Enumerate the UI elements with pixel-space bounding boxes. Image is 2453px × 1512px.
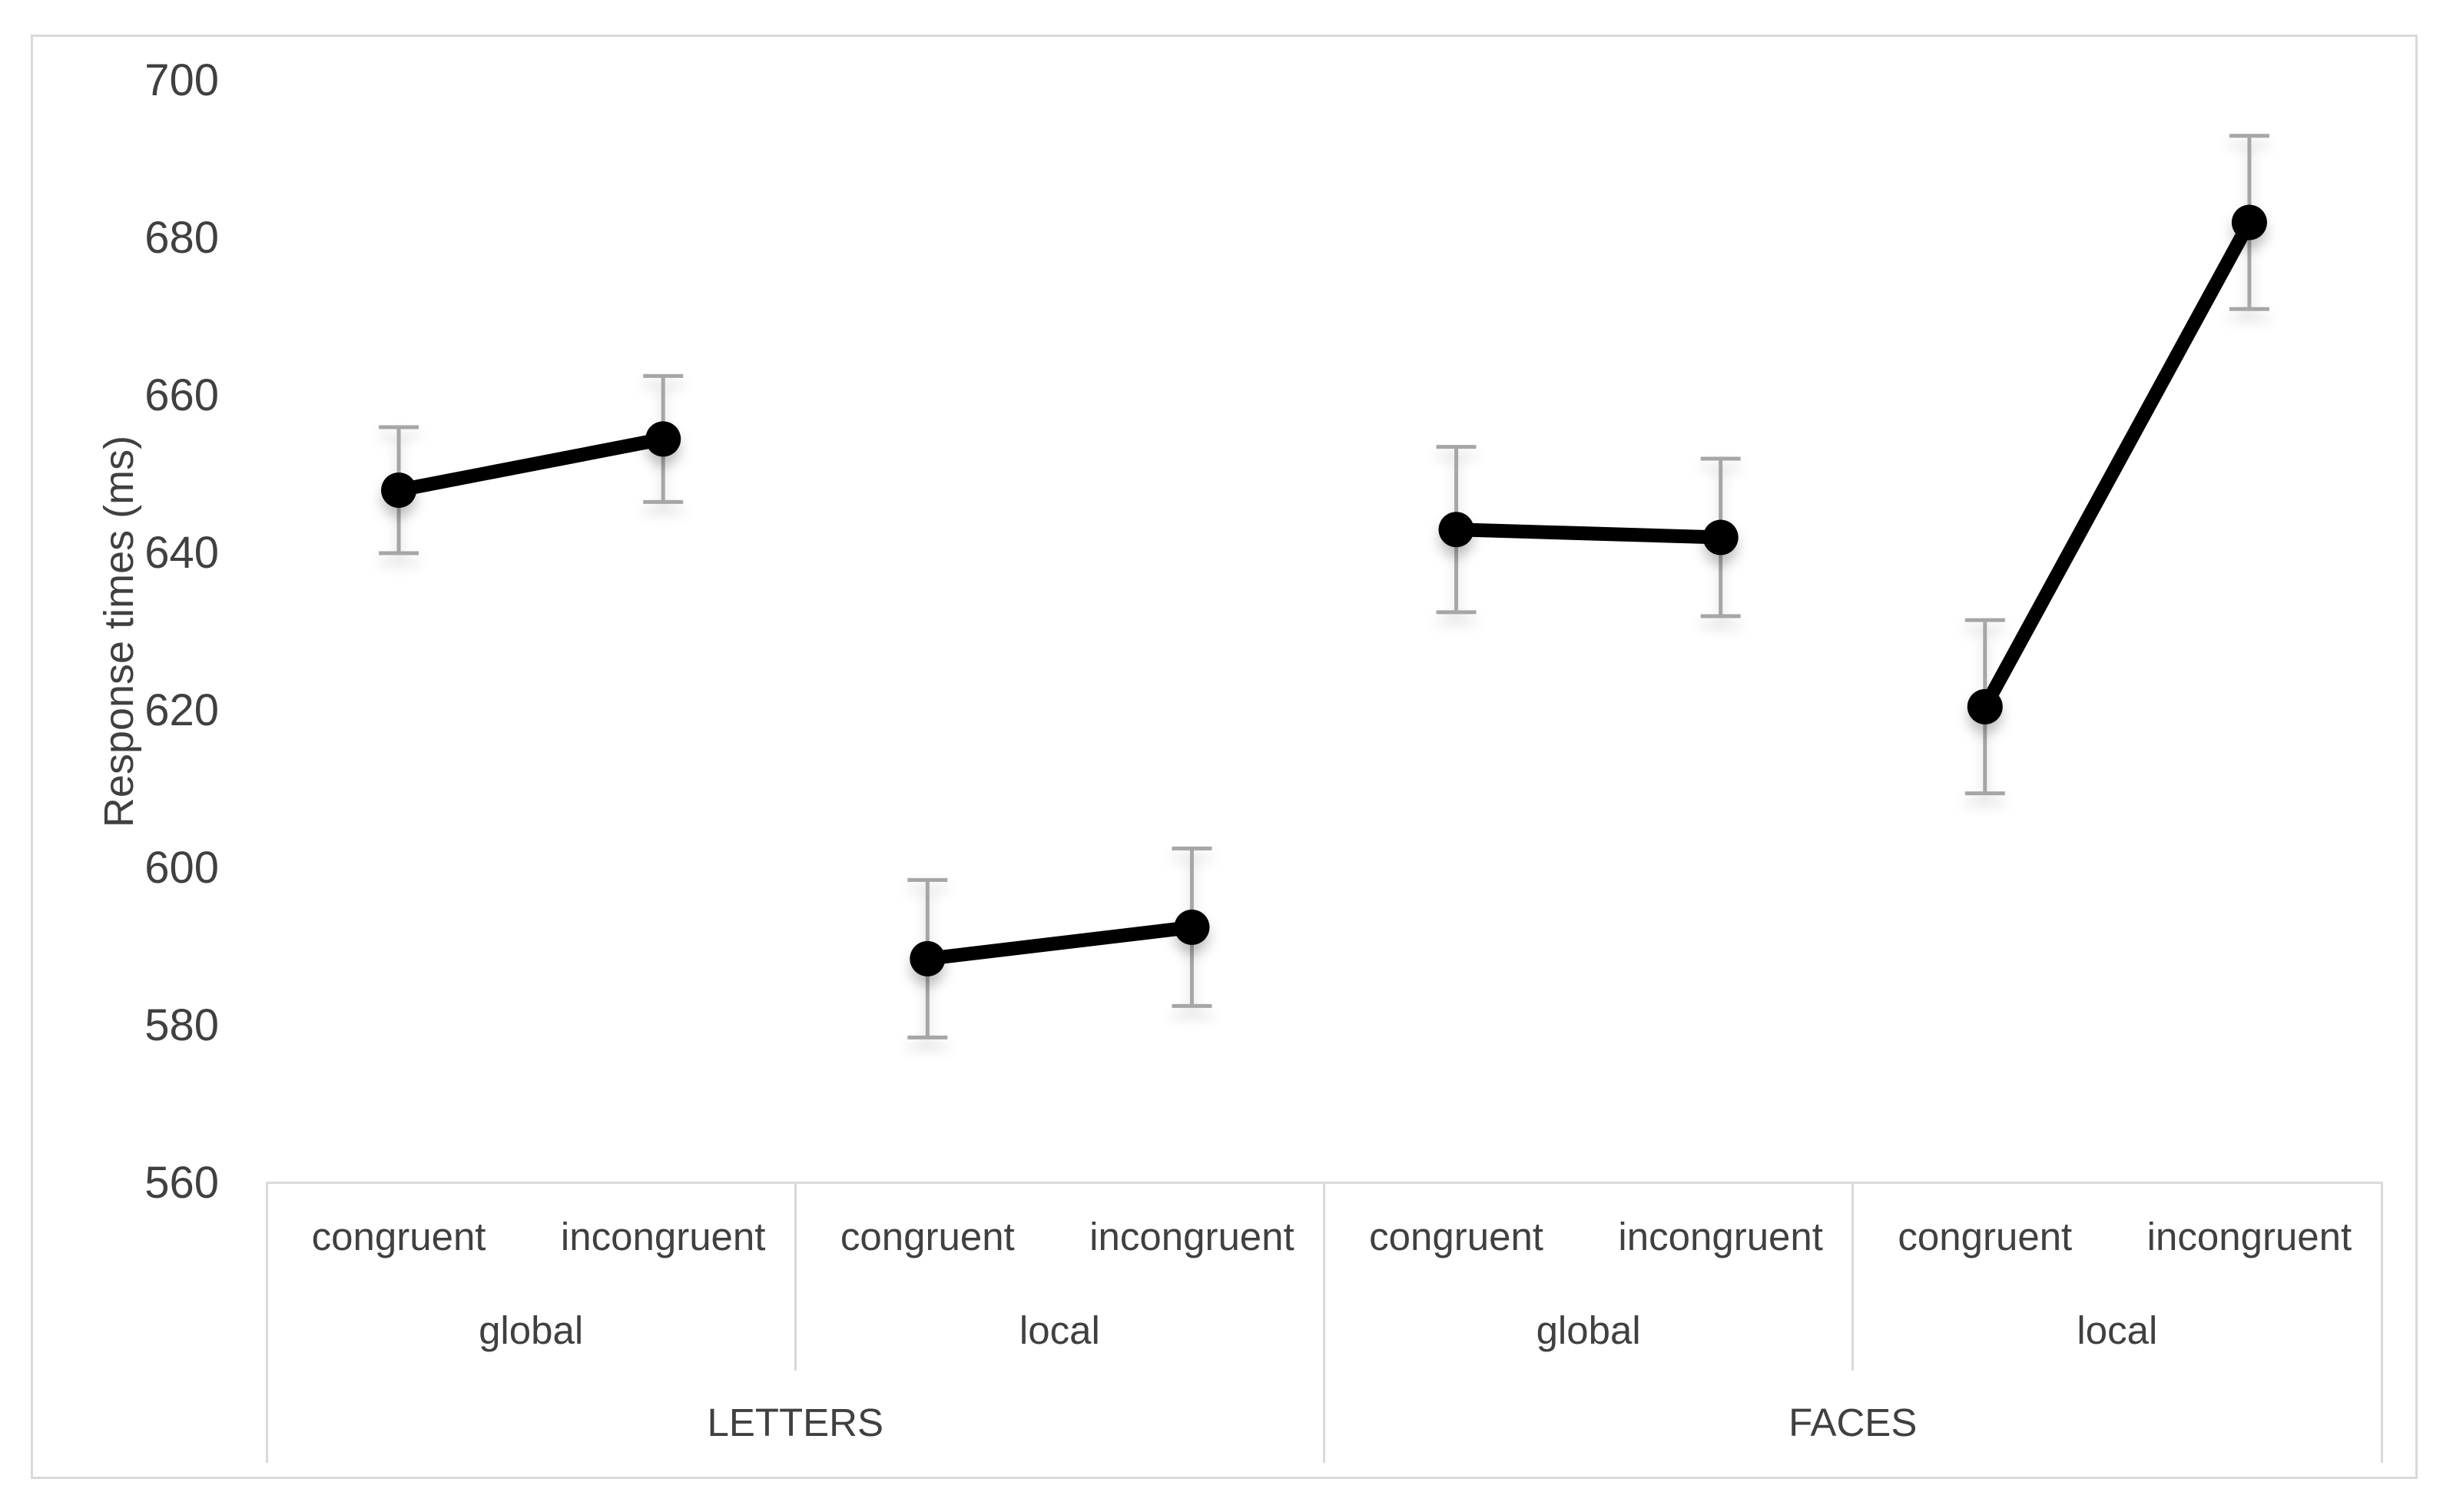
data-point-marker <box>1438 512 1474 548</box>
data-point-marker <box>381 472 417 508</box>
y-tick-label: 680 <box>144 213 219 263</box>
y-tick-label: 600 <box>144 843 219 893</box>
table-scope-divider <box>1851 1182 1855 1371</box>
condition-label: congruent <box>1369 1215 1543 1258</box>
table-task-divider <box>2380 1182 2383 1463</box>
data-point-marker <box>1967 688 2003 724</box>
scope-label: global <box>479 1308 584 1352</box>
y-tick-label: 660 <box>144 370 219 420</box>
y-tick-label: 560 <box>144 1158 219 1208</box>
condition-label: congruent <box>840 1215 1015 1258</box>
condition-label: incongruent <box>560 1215 766 1258</box>
y-tick-label: 620 <box>144 685 219 735</box>
condition-label: incongruent <box>2146 1215 2352 1258</box>
data-point-marker <box>1702 519 1739 555</box>
condition-label: incongruent <box>1089 1215 1294 1258</box>
scope-label: local <box>2077 1308 2158 1352</box>
task-label: LETTERS <box>707 1401 884 1444</box>
series-segment <box>1456 522 1721 545</box>
series-segment <box>397 432 665 497</box>
task-label: FACES <box>1788 1401 1918 1444</box>
data-point-marker <box>910 940 946 976</box>
condition-label: incongruent <box>1618 1215 1823 1258</box>
scope-label: local <box>1019 1308 1100 1352</box>
series-segment <box>927 920 1193 966</box>
data-point-marker <box>645 421 681 457</box>
condition-label: congruent <box>311 1215 486 1258</box>
chart-border <box>31 35 2418 1479</box>
data-point-marker <box>2231 204 2267 240</box>
y-tick-label: 580 <box>144 1000 219 1050</box>
y-tick-label: 700 <box>144 55 219 105</box>
condition-label: congruent <box>1898 1215 2073 1258</box>
data-point-marker <box>1174 909 1210 945</box>
series-segment <box>1978 219 2256 711</box>
table-task-divider <box>265 1182 268 1463</box>
scope-label: global <box>1536 1308 1641 1352</box>
y-tick-label: 640 <box>144 528 219 578</box>
table-scope-divider <box>794 1182 797 1371</box>
table-task-divider <box>1323 1182 1325 1463</box>
